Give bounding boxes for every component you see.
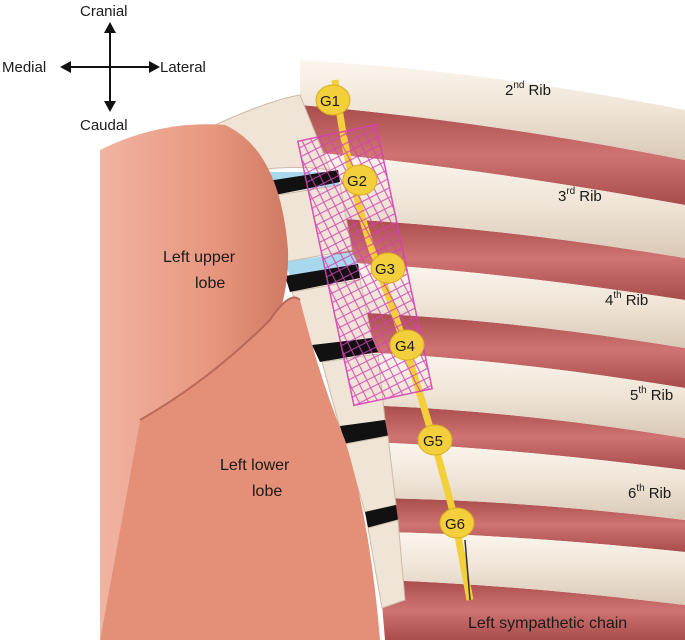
- lateral-label: Lateral: [160, 59, 206, 76]
- left-lung: [100, 124, 380, 640]
- ganglion-1: [315, 84, 351, 116]
- ganglion-4: [389, 329, 425, 361]
- orientation-compass: [60, 22, 160, 112]
- ganglion-6: [439, 507, 475, 539]
- cranial-label: Cranial: [80, 3, 128, 20]
- arrow-right-icon: [149, 61, 160, 73]
- medial-label: Medial: [2, 59, 46, 76]
- caudal-label: Caudal: [80, 117, 128, 134]
- upper-lobe-label-2: lobe: [195, 275, 225, 292]
- left-upper-lobe: [100, 124, 289, 640]
- left-lower-lobe: [100, 297, 380, 640]
- ganglion-label-g1: G1: [320, 93, 340, 110]
- ganglion-label-g6: G6: [445, 516, 465, 533]
- chain-label: Left sympathetic chain: [468, 615, 627, 632]
- ganglion-3: [370, 252, 406, 284]
- ribs: [300, 60, 685, 605]
- ganglion-label-g2: G2: [347, 173, 367, 190]
- upper-lobe-label-1: Left upper: [163, 249, 236, 266]
- ganglion-label-g3: G3: [375, 261, 395, 278]
- ganglia: [315, 84, 475, 539]
- arrow-down-icon: [104, 101, 116, 112]
- lower-lobe-label-1: Left lower: [220, 457, 290, 474]
- ganglion-label-g4: G4: [395, 338, 415, 355]
- arrow-up-icon: [104, 22, 116, 33]
- lower-lobe-label-2: lobe: [252, 483, 282, 500]
- ganglion-2: [342, 164, 378, 196]
- ganglion-label-g5: G5: [423, 433, 443, 450]
- ganglion-5: [417, 424, 453, 456]
- arrow-left-icon: [60, 61, 71, 73]
